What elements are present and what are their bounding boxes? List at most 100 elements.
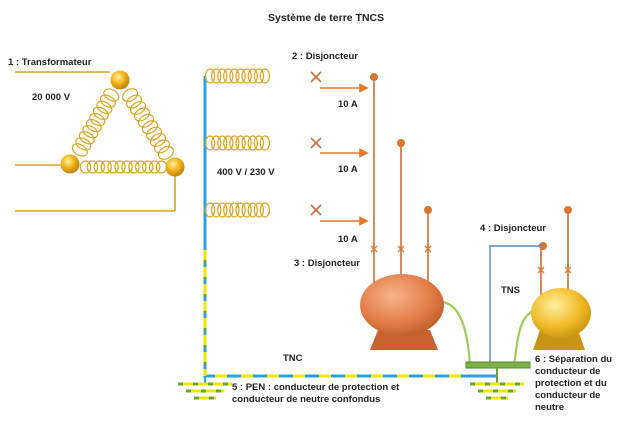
coil-turn: [204, 202, 216, 218]
coil-turn: [107, 160, 119, 174]
coil-turn: [210, 202, 222, 218]
coil-turn: [99, 94, 116, 108]
coil-turn: [79, 160, 92, 174]
coil-turn: [210, 68, 222, 84]
coil-turn: [247, 135, 258, 151]
label-tns: TNS: [501, 285, 520, 296]
junction-dots: [370, 73, 572, 250]
coil-turn: [100, 160, 112, 174]
cross-mark-icon: [397, 245, 405, 253]
breakers-3: [370, 245, 432, 253]
label-voltage-secondary: 400 V / 230 V: [217, 167, 275, 178]
coil-turn: [217, 135, 228, 151]
coil-turn: [229, 202, 240, 218]
terminal-left: [60, 154, 80, 174]
coil-turn: [114, 160, 126, 174]
coil-turn: [135, 160, 147, 174]
label-pen: 5 : PEN : conducteur de protection et co…: [232, 382, 400, 405]
coil-turn: [210, 135, 222, 151]
coil-turn: [223, 68, 234, 84]
coil-turn: [241, 202, 252, 218]
arrow-right-icon: [320, 83, 369, 93]
coil-turn: [71, 143, 88, 157]
breakers-2: [310, 71, 322, 216]
transformer-coils: [71, 88, 175, 174]
coil-turn: [82, 125, 99, 139]
label-disjoncteur-4: 4 : Disjoncteur: [480, 223, 546, 234]
coil-turn: [148, 160, 161, 174]
coil-turn: [217, 68, 228, 84]
earth-ground-icon: [178, 376, 232, 400]
coil-turn: [157, 145, 175, 160]
coil-turn: [223, 135, 234, 151]
cross-mark-icon: [424, 245, 432, 253]
label-current-2: 10 A: [338, 164, 358, 175]
terminal-right: [165, 157, 185, 177]
coil-turn: [247, 68, 258, 84]
coil-turn: [247, 202, 258, 218]
coil-turn: [241, 135, 252, 151]
coil-turn: [96, 100, 113, 114]
coil-turn: [204, 68, 216, 84]
coil-turn: [253, 202, 265, 218]
label-disjoncteur-2: 2 : Disjoncteur: [292, 51, 358, 62]
separation-bar: [465, 361, 531, 369]
motor-load-icon: [531, 288, 591, 350]
transformer-terminals: [60, 70, 185, 177]
coil-turn: [103, 88, 120, 102]
coil-turn: [133, 107, 151, 122]
label-transformateur: 1 : Transformateur: [8, 57, 92, 68]
pen-conductor: [203, 76, 497, 378]
current-arrows: [320, 83, 369, 226]
coil-turn: [85, 118, 102, 133]
coil-turn: [129, 100, 147, 116]
motor1-feeds: [373, 77, 569, 305]
cross-mark-icon: [564, 266, 572, 274]
coil-turn: [93, 160, 106, 174]
coil-turn: [204, 135, 216, 151]
protection-wires: [439, 300, 539, 367]
label-voltage-primary: 20 000 V: [32, 92, 71, 103]
label-current-1: 10 A: [338, 99, 358, 110]
coil-turn: [141, 160, 154, 174]
coil-turn: [128, 160, 140, 174]
terminal-top: [110, 70, 130, 90]
breaker-2-phase1: [310, 71, 322, 83]
coil-turn: [235, 135, 246, 151]
coil-turn: [153, 139, 171, 154]
coil-turn: [223, 202, 234, 218]
arrow-right-icon: [320, 148, 369, 158]
diagram-title: Système de terre TNCS: [268, 12, 385, 24]
coil-turn: [149, 132, 167, 148]
coil-turn: [121, 160, 133, 174]
coil-turn: [241, 68, 252, 84]
secondary-coils: [204, 68, 271, 218]
motor-load-icon: [360, 274, 444, 350]
breaker-2-phase2: [310, 137, 322, 149]
arrow-right-icon: [320, 216, 369, 226]
breakers-4: [537, 266, 572, 274]
coil-turn: [125, 94, 143, 109]
coil-turn: [235, 202, 246, 218]
coil-turn: [78, 131, 95, 145]
coil-turn: [89, 112, 106, 127]
label-separation: 6 : Séparation du conducteur de protecti…: [535, 354, 613, 413]
coil-turn: [137, 113, 155, 128]
coil-turn: [229, 68, 240, 84]
label-tnc: TNC: [283, 353, 303, 364]
label-current-3: 10 A: [338, 234, 358, 245]
coil-turn: [253, 68, 265, 84]
coil-turn: [235, 68, 246, 84]
coil-turn: [121, 88, 139, 103]
coil-turn: [155, 160, 168, 174]
primary-wires: [15, 71, 176, 212]
coil-turn: [229, 135, 240, 151]
cross-mark-icon: [370, 245, 378, 253]
breaker-2-phase3: [310, 204, 322, 216]
coil-turn: [92, 106, 109, 120]
coil-turn: [217, 202, 228, 218]
coil-turn: [75, 137, 92, 151]
label-disjoncteur-3: 3 : Disjoncteur: [294, 258, 360, 269]
coil-turn: [145, 126, 163, 141]
